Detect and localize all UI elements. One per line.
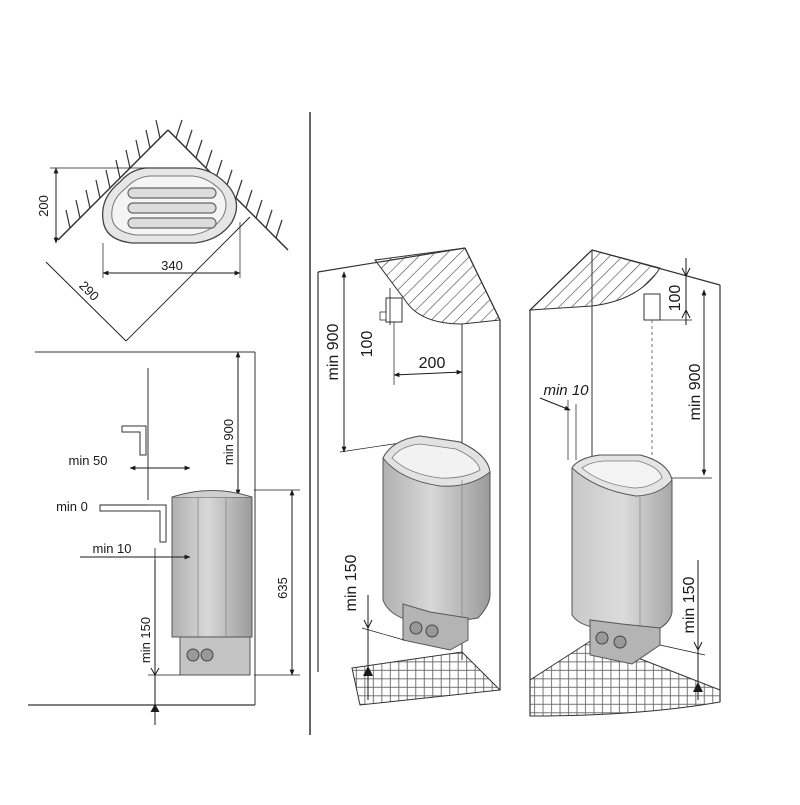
depth-label: 200 bbox=[36, 195, 51, 217]
knob-icon bbox=[425, 624, 439, 638]
wall-min-900-label: min 900 bbox=[687, 363, 704, 420]
corner-min-900-label: min 900 bbox=[325, 323, 342, 380]
sensor-box bbox=[385, 297, 403, 323]
sensor-box bbox=[643, 293, 661, 321]
height-635-label: 635 bbox=[275, 577, 290, 599]
side-elevation-view: min 900 min 50 min 0 min 10 635 min 150 bbox=[28, 351, 300, 725]
width-label: 340 bbox=[161, 258, 183, 273]
floor-hatch bbox=[529, 639, 721, 717]
side-min-900-label: min 900 bbox=[221, 419, 236, 465]
wall-min-10-label: min 10 bbox=[543, 382, 589, 399]
knob-icon bbox=[200, 648, 214, 662]
ceiling-hatch bbox=[374, 247, 501, 325]
wall-100-label: 100 bbox=[667, 285, 684, 312]
diagonal-label: 290 bbox=[76, 278, 102, 304]
mounting-bracket bbox=[99, 504, 167, 543]
corner-min-150-label: min 150 bbox=[343, 554, 360, 611]
heater-body-side bbox=[171, 496, 253, 638]
side-min-0-label: min 0 bbox=[56, 499, 88, 514]
knob-icon bbox=[409, 621, 423, 635]
knob-icon bbox=[613, 635, 627, 649]
corner-installation-view: 100 200 min 900 min 150 bbox=[317, 247, 502, 706]
knob-icon bbox=[186, 648, 200, 662]
top-plan-view: 200 340 290 bbox=[36, 119, 289, 342]
floor-hatch bbox=[351, 651, 502, 706]
ceiling-hatch bbox=[528, 249, 661, 311]
corner-200-label: 200 bbox=[419, 355, 446, 372]
grille-slots bbox=[127, 187, 217, 229]
knob-icon bbox=[595, 631, 609, 645]
side-min-10-label: min 10 bbox=[92, 541, 131, 556]
wall-installation-view: 100 min 900 min 10 min 150 bbox=[528, 249, 721, 717]
sensor-bracket bbox=[121, 425, 147, 456]
side-min-150-label: min 150 bbox=[138, 617, 153, 663]
diagonal-extension bbox=[45, 261, 127, 342]
side-min-50-label: min 50 bbox=[68, 453, 107, 468]
wall-min-150-label: min 150 bbox=[681, 576, 698, 633]
corner-100-label: 100 bbox=[359, 331, 376, 358]
